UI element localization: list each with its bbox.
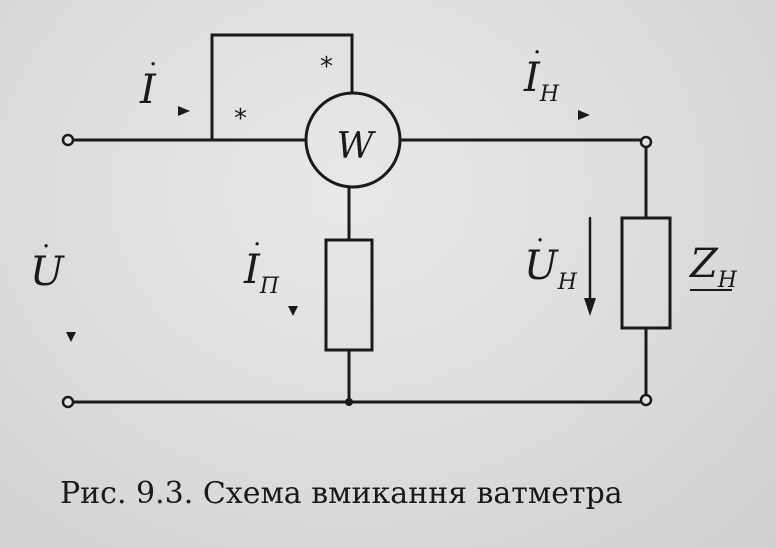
- star-marker-top: *: [320, 52, 333, 82]
- label-load-voltage: · UН: [524, 226, 577, 295]
- junction-dot: [345, 398, 353, 406]
- wattmeter-circle: [304, 91, 402, 189]
- label-load-impedance: ZН: [690, 241, 737, 293]
- label-parallel-current: · IП: [244, 230, 279, 299]
- label-load-current: · IН: [524, 38, 559, 107]
- terminal-top-right: [639, 135, 653, 149]
- figure-caption: Рис. 9.3. Схема вмикання ватметра: [60, 476, 623, 511]
- wattmeter-label: W: [336, 126, 374, 167]
- dot-accent: ·: [149, 50, 158, 80]
- current-coil-loop: [210, 33, 354, 142]
- terminal-bottom-right: [639, 393, 653, 407]
- star-marker-bottom: *: [234, 104, 247, 134]
- load-voltage-arrow-head: [584, 298, 596, 316]
- terminal-top-left: [61, 133, 75, 147]
- dot-accent: ·: [253, 230, 262, 260]
- label-input-current: · I: [140, 50, 158, 113]
- dot-accent: ·: [533, 38, 542, 68]
- arrow-parallel-current: [288, 306, 298, 316]
- dot-accent: ·: [536, 226, 545, 256]
- dot-accent: ·: [42, 232, 51, 262]
- arrow-input-voltage: [66, 332, 76, 342]
- arrow-load-current: [578, 110, 590, 120]
- label-input-voltage: · U: [30, 232, 64, 295]
- terminal-bottom-left: [61, 395, 75, 409]
- parallel-resistor: [324, 238, 374, 352]
- arrow-input-current: [178, 106, 190, 116]
- load-impedance: [620, 216, 672, 330]
